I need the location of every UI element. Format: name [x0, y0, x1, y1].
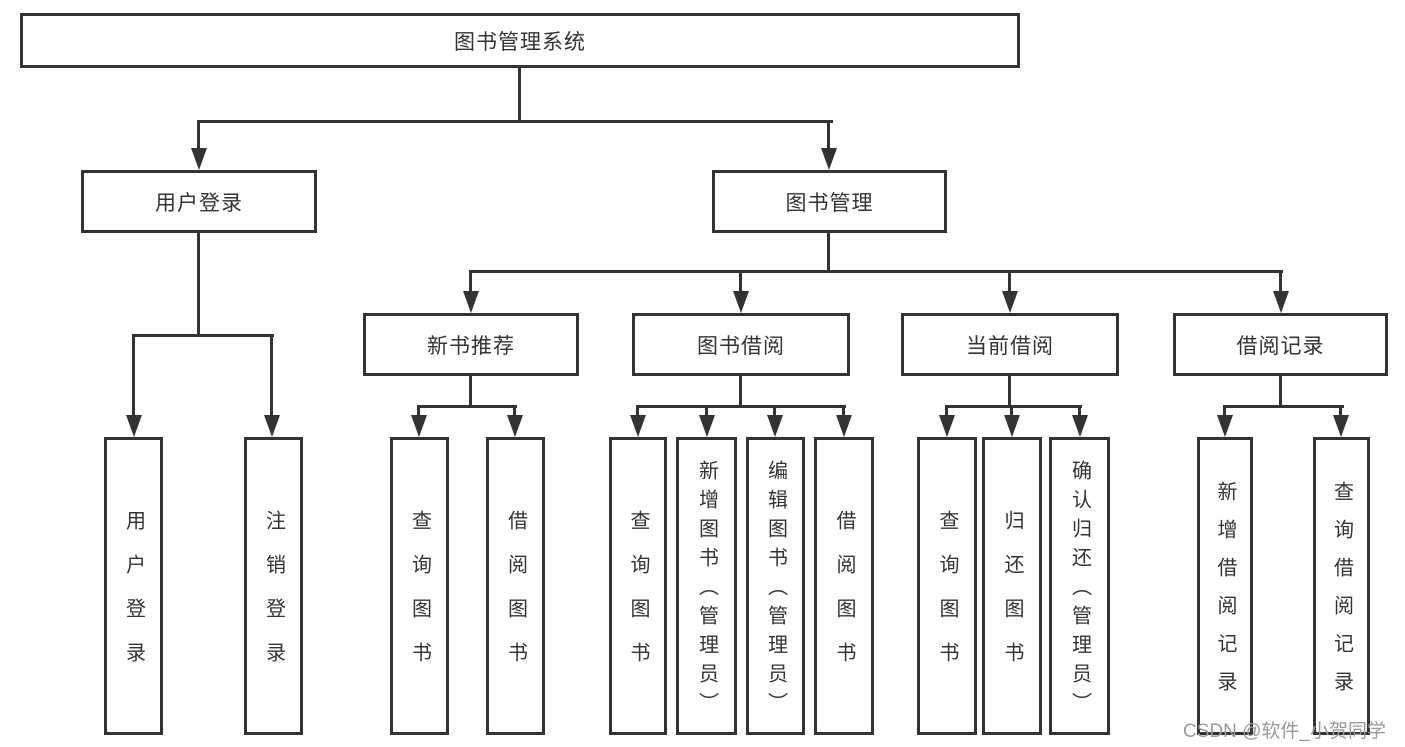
connector-line: [636, 405, 846, 408]
connector-line: [513, 405, 516, 417]
node-records-query-record: 查询借阅记录: [1313, 437, 1370, 735]
node-library-management-system: 图书管理系统: [20, 13, 1020, 68]
arrow-down-icon: [1072, 415, 1088, 437]
connector-line: [945, 405, 948, 417]
node-label: 新增图书（管理员）: [695, 460, 718, 721]
node-label: 借阅记录: [1236, 334, 1325, 358]
connector-line: [417, 405, 420, 417]
connector-line: [827, 231, 830, 273]
node-current-confirm-return-admin: 确认归还（管理员）: [1049, 437, 1110, 735]
connector-line: [1279, 270, 1282, 292]
connector-line: [739, 270, 742, 292]
connector-line: [197, 120, 200, 150]
watermark-text: CSDN @软件_小贺同学: [1183, 721, 1386, 742]
node-book-borrowing: 图书借阅: [632, 313, 850, 376]
connector-line: [518, 66, 521, 122]
arrow-down-icon: [1217, 415, 1233, 437]
arrow-down-icon: [767, 415, 783, 437]
node-label: 归还图书: [1001, 510, 1023, 686]
connector-line: [1010, 405, 1013, 417]
arrow-down-icon: [939, 415, 955, 437]
connector-line: [1008, 270, 1011, 292]
node-current-return-books: 归还图书: [982, 437, 1042, 735]
node-logout: 注销登录: [244, 437, 303, 735]
connector-line: [270, 334, 273, 416]
arrow-down-icon: [733, 291, 749, 313]
connector-line: [1223, 405, 1226, 417]
connector-line: [773, 405, 776, 417]
arrow-down-icon: [836, 415, 852, 437]
connector-line: [945, 405, 1082, 408]
node-label: 图书管理: [785, 191, 874, 215]
arrow-down-icon: [821, 148, 837, 170]
connector-line: [1279, 374, 1282, 408]
node-label: 当前借阅: [966, 334, 1054, 358]
arrow-down-icon: [630, 415, 646, 437]
connector-line: [1223, 405, 1344, 408]
arrow-down-icon: [264, 415, 280, 437]
node-new-book-recommend: 新书推荐: [363, 313, 579, 376]
node-newrec-query-books: 查询图书: [390, 437, 449, 735]
node-borrow-borrow-books: 借阅图书: [814, 437, 874, 735]
node-label: 借阅图书: [504, 510, 527, 686]
connector-line: [469, 270, 1283, 273]
node-label: 查询借阅记录: [1330, 481, 1353, 709]
node-label: 用户登录: [155, 191, 243, 215]
arrow-down-icon: [463, 291, 479, 313]
connector-line: [739, 374, 742, 408]
connector-line: [827, 120, 830, 150]
connector-line: [842, 405, 845, 417]
node-label: 新增借阅记录: [1214, 481, 1236, 709]
connector-line: [469, 374, 472, 408]
node-label: 查询图书: [936, 510, 958, 686]
arrow-down-icon: [1273, 291, 1289, 313]
connector-line: [132, 334, 274, 337]
connector-line: [132, 334, 135, 416]
node-current-query-books: 查询图书: [917, 437, 977, 735]
node-borrow-edit-books-admin: 编辑图书（管理员）: [746, 437, 805, 735]
connector-line: [469, 270, 472, 292]
node-label: 用户登录: [122, 510, 145, 686]
connector-line: [1008, 374, 1011, 408]
arrow-down-icon: [411, 415, 427, 437]
node-user-login-action: 用户登录: [104, 437, 163, 735]
node-borrowing-records: 借阅记录: [1173, 313, 1388, 376]
connector-line: [1078, 405, 1081, 417]
node-label: 编辑图书（管理员）: [764, 460, 787, 721]
arrow-down-icon: [507, 415, 523, 437]
node-label: 查询图书: [408, 510, 431, 686]
node-newrec-borrow-books: 借阅图书: [486, 437, 545, 735]
connector-line: [705, 405, 708, 417]
node-label: 借阅图书: [833, 510, 855, 686]
connector-line: [197, 120, 833, 123]
node-records-add-record: 新增借阅记录: [1197, 437, 1253, 735]
arrow-down-icon: [1002, 291, 1018, 313]
connector-line: [1339, 405, 1342, 417]
node-book-management: 图书管理: [712, 170, 947, 233]
node-user-login: 用户登录: [81, 170, 317, 233]
arrow-down-icon: [191, 148, 207, 170]
arrow-down-icon: [699, 415, 715, 437]
arrow-down-icon: [1333, 415, 1349, 437]
arrow-down-icon: [126, 415, 142, 437]
connector-line: [636, 405, 639, 417]
node-label: 注销登录: [262, 510, 285, 686]
node-current-borrowing: 当前借阅: [901, 313, 1119, 376]
node-borrow-add-books-admin: 新增图书（管理员）: [676, 437, 737, 735]
node-label: 查询图书: [627, 510, 649, 686]
node-label: 确认归还（管理员）: [1068, 460, 1091, 721]
node-label: 新书推荐: [427, 334, 515, 358]
connector-line: [197, 231, 200, 337]
node-borrow-query-books: 查询图书: [609, 437, 667, 735]
connector-line: [417, 405, 517, 408]
node-label: 图书管理系统: [454, 30, 586, 54]
arrow-down-icon: [1004, 415, 1020, 437]
node-label: 图书借阅: [697, 334, 785, 358]
